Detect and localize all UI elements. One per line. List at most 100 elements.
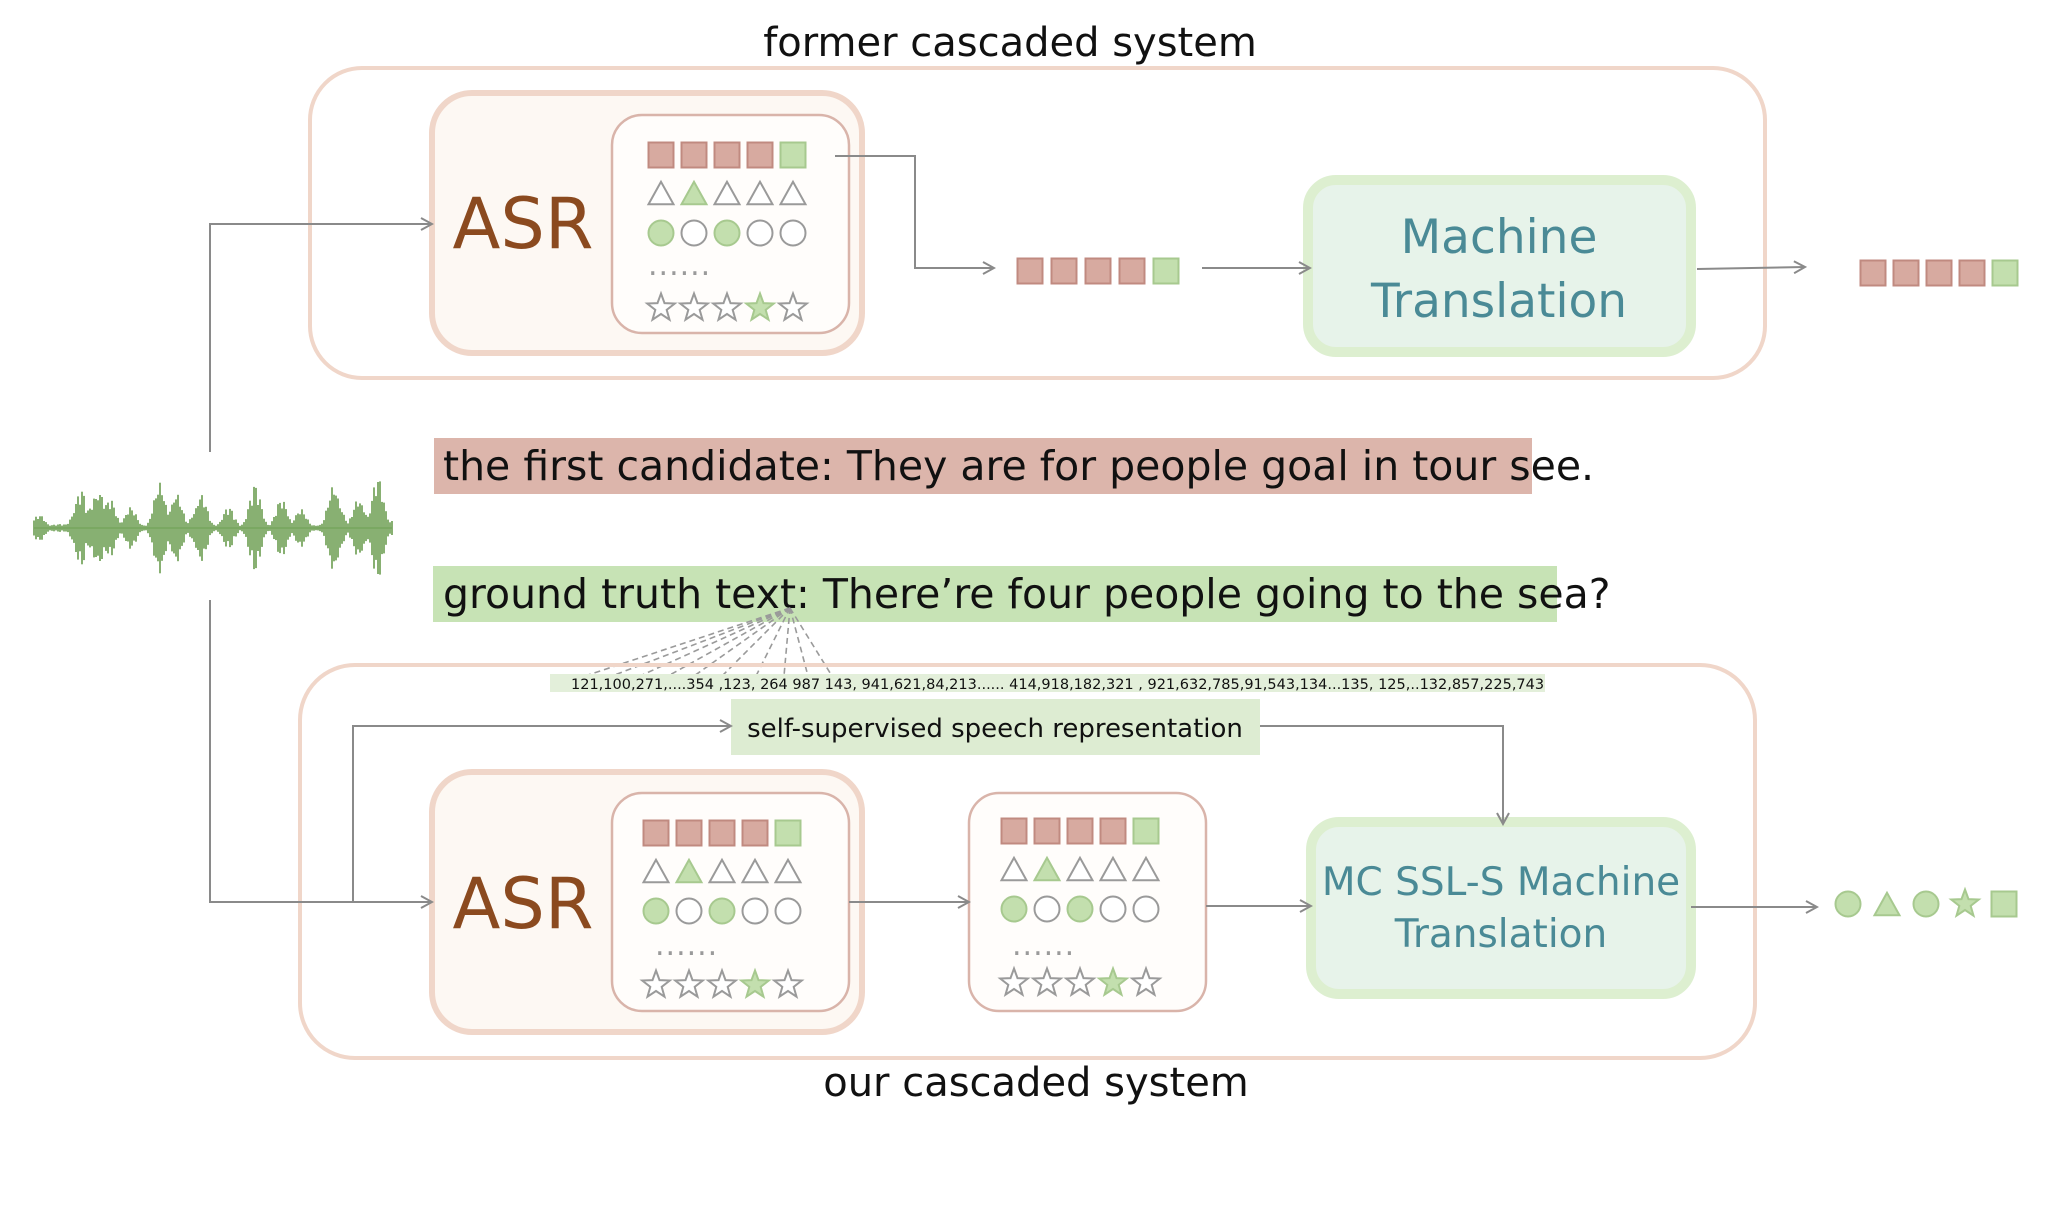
fan-dashed-line (789, 607, 833, 677)
brown-square-icon (675, 819, 703, 847)
green-circle-icon (1834, 890, 1862, 918)
outline-star-icon (705, 967, 739, 1000)
outline-star-icon (771, 967, 805, 1000)
arrow-wave-to-our-asr (209, 600, 432, 902)
brown-square-icon (713, 141, 741, 169)
outline-star-icon (672, 967, 706, 1000)
outline-star-icon (639, 967, 673, 1000)
outline-star-icon (1030, 965, 1064, 998)
our-system-title: our cascaded system (823, 1060, 1249, 1106)
outline-triangle-icon (707, 857, 737, 884)
our-asr-label: ASR (453, 863, 594, 945)
ground-truth-highlight (433, 566, 1557, 622)
outline-star-icon (776, 290, 810, 323)
outline-triangle-icon (1065, 855, 1095, 882)
outline-circle-icon (680, 219, 708, 247)
green-triangle-icon (1872, 890, 1902, 917)
outline-circle-icon (746, 219, 774, 247)
green-circle-icon (642, 897, 670, 925)
our-nbest-ellipsis: ...... (655, 928, 718, 963)
outline-circle-icon (1099, 895, 1127, 923)
green-square-icon (1132, 817, 1160, 845)
green-circle-icon (1912, 890, 1940, 918)
outline-triangle-icon (740, 857, 770, 884)
our-translation-output-sequence (1834, 886, 2018, 919)
outline-star-icon (644, 290, 678, 323)
fan-dashed-line (639, 607, 791, 677)
our-nbest-list (639, 819, 805, 1000)
brown-square-icon (1000, 817, 1028, 845)
brown-square-icon (1050, 257, 1078, 285)
green-square-icon (1990, 890, 2018, 918)
speech-waveform (33, 481, 393, 575)
outline-triangle-icon (1098, 855, 1128, 882)
outline-star-icon (1063, 965, 1097, 998)
green-square-icon (774, 819, 802, 847)
outline-star-icon (997, 965, 1031, 998)
ground-truth-text: ground truth text: There’re four people … (443, 570, 1610, 618)
green-triangle-icon (674, 857, 704, 884)
green-circle-icon (708, 897, 736, 925)
former-mt-label-line2: Translation (1370, 274, 1627, 329)
our-nbest-copy-ellipsis: ...... (1012, 928, 1075, 963)
brown-square-icon (1958, 259, 1986, 287)
green-star-icon (1096, 965, 1130, 998)
outline-triangle-icon (646, 179, 676, 206)
our-system-frame (298, 663, 1757, 1060)
brown-square-icon (741, 819, 769, 847)
outline-circle-icon (1033, 895, 1061, 923)
brown-square-icon (746, 141, 774, 169)
green-circle-icon (1066, 895, 1094, 923)
ssl-box (731, 699, 1260, 755)
former-translation-output-sequence (1859, 259, 2019, 287)
token-strip (550, 674, 1545, 692)
outline-circle-icon (675, 897, 703, 925)
former-nbest-ellipsis: ...... (648, 248, 711, 283)
outline-triangle-icon (712, 179, 742, 206)
fan-dashed-line (667, 607, 791, 677)
outline-star-icon (1129, 965, 1163, 998)
brown-square-icon (680, 141, 708, 169)
brown-square-icon (1016, 257, 1044, 285)
outline-triangle-icon (641, 857, 671, 884)
green-square-icon (779, 141, 807, 169)
fan-dashed-line (783, 607, 791, 677)
outline-circle-icon (779, 219, 807, 247)
fan-dashed-line (789, 607, 809, 677)
brown-square-icon (1118, 257, 1146, 285)
outline-circle-icon (774, 897, 802, 925)
former-system-title: former cascaded system (763, 20, 1257, 66)
arrow-wave-to-former-asr (209, 224, 432, 452)
arrow-former-mt-to-output (1696, 267, 1805, 269)
green-star-icon (738, 967, 772, 1000)
green-triangle-icon (679, 179, 709, 206)
ssl-token-sequence: 121,100,271,....354 ,123, 264 987 143, 9… (571, 677, 1544, 693)
brown-square-icon (1892, 259, 1920, 287)
our-mt-label-line2: Translation (1394, 912, 1608, 957)
arrow-ssl-to-our-mt (1260, 725, 1503, 824)
outline-circle-icon (741, 897, 769, 925)
green-star-icon (1948, 886, 1982, 919)
green-triangle-icon (1032, 855, 1062, 882)
brown-square-icon (1033, 817, 1061, 845)
our-mt-box (1306, 817, 1696, 999)
outline-star-icon (677, 290, 711, 323)
former-asr-output-sequence (1016, 257, 1180, 285)
arrow-former-nbest-to-seq (835, 155, 994, 268)
brown-square-icon (642, 819, 670, 847)
arrow-wave-to-ssl (352, 726, 731, 902)
green-square-icon (1991, 259, 2019, 287)
former-mt-label-line1: Machine (1401, 210, 1598, 265)
our-nbest-copy-list (997, 817, 1163, 998)
green-circle-icon (647, 219, 675, 247)
brown-square-icon (1084, 257, 1112, 285)
green-star-icon (743, 290, 777, 323)
brown-square-icon (1066, 817, 1094, 845)
outline-triangle-icon (773, 857, 803, 884)
outline-circle-icon (1132, 895, 1160, 923)
first-candidate-text: the first candidate: They are for people… (443, 442, 1594, 490)
outline-triangle-icon (1131, 855, 1161, 882)
brown-square-icon (1099, 817, 1127, 845)
brown-square-icon (647, 141, 675, 169)
